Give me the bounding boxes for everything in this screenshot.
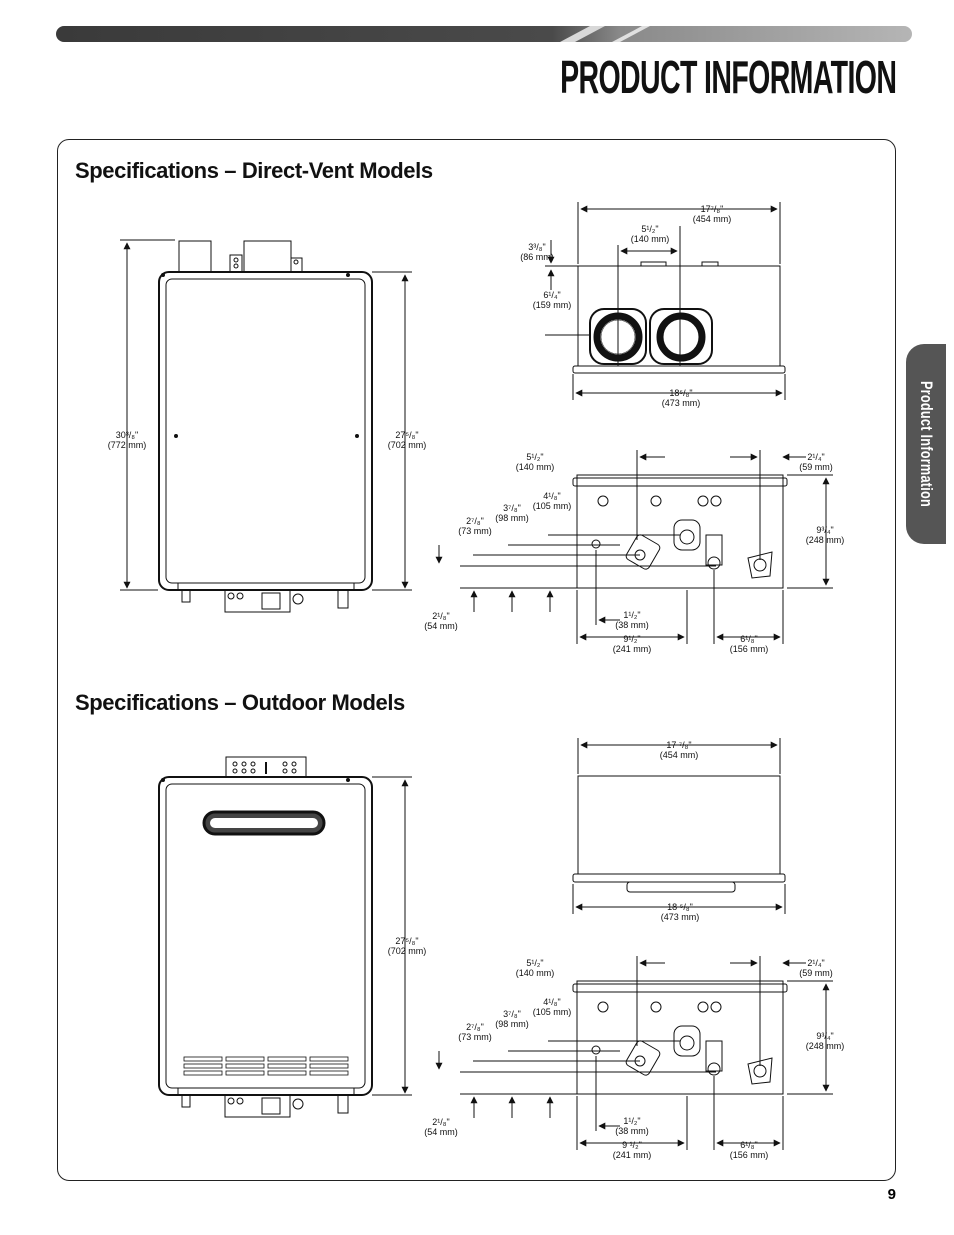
dim-dv-vent-top: 3³/₈"(86 mm) xyxy=(520,242,554,262)
direct-vent-bottom-view xyxy=(435,450,833,644)
dim-od-depth-d: 2¹/₈"(54 mm) xyxy=(424,1117,458,1137)
dim-dv-gas-offset: 1¹/₂"(38 mm) xyxy=(615,610,649,630)
outdoor-front-view xyxy=(158,756,412,1118)
dim-dv-height-total: 30³/₈"(772 mm) xyxy=(107,430,147,450)
direct-vent-front-view xyxy=(120,239,412,613)
dim-dv-depth-a: 4¹/₈"(105 mm) xyxy=(532,491,572,511)
dim-od-depth-a: 4¹/₈"(105 mm) xyxy=(532,997,572,1017)
dim-dv-depth-c: 2⁷/₈"(73 mm) xyxy=(458,516,492,536)
dim-dv-height-body: 27⁵/₈"(702 mm) xyxy=(387,430,427,450)
dim-dv-width-bottom: 18⁵/₈"(473 mm) xyxy=(661,388,701,408)
dim-dv-vent-center: 5¹/₂"(140 mm) xyxy=(630,224,670,244)
dim-od-width-bottom: 18 ⁵/₈"(473 mm) xyxy=(660,902,700,922)
dim-od-gas-offset: 1¹/₂"(38 mm) xyxy=(615,1116,649,1136)
direct-vent-top-view xyxy=(545,202,786,400)
dim-dv-water-right: 6¹/₈"(156 mm) xyxy=(729,634,769,654)
dim-od-water-right: 6¹/₈"(156 mm) xyxy=(729,1140,769,1160)
section-title-outdoor: Specifications – Outdoor Models xyxy=(75,690,405,715)
section-title-direct-vent: Specifications – Direct-Vent Models xyxy=(75,158,433,183)
dim-od-height-body: 27⁵/₈"(702 mm) xyxy=(387,936,427,956)
dim-od-depth-c: 2⁷/₈"(73 mm) xyxy=(458,1022,492,1042)
dim-dv-conn-left: 5¹/₂"(140 mm) xyxy=(515,452,555,472)
outdoor-top-view xyxy=(572,738,786,914)
dim-od-width-top: 17 ⁷/₈"(454 mm) xyxy=(659,740,699,760)
header-bar-stripes xyxy=(560,26,650,42)
dim-dv-vent-height: 6¹/₄"(159 mm) xyxy=(532,290,572,310)
dim-dv-depth-d: 2¹/₈"(54 mm) xyxy=(424,611,458,631)
page-number: 9 xyxy=(887,1186,896,1203)
dim-od-depth-b: 3⁷/₈"(98 mm) xyxy=(495,1009,529,1029)
dim-dv-depth-b: 3⁷/₈"(98 mm) xyxy=(495,503,529,523)
dim-od-depth-total: 9³/₄"(248 mm) xyxy=(805,1031,845,1051)
page-title: PRODUCT INFORMATION xyxy=(559,51,897,103)
content-frame xyxy=(57,139,896,1181)
dim-od-water-left: 9 ¹/₂"(241 mm) xyxy=(612,1140,652,1160)
side-tab[interactable] xyxy=(906,344,946,544)
dim-dv-water-left: 9¹/₂"(241 mm) xyxy=(612,634,652,654)
header-bar xyxy=(56,26,912,42)
dim-dv-depth-total: 9³/₄"(248 mm) xyxy=(805,525,845,545)
outdoor-bottom-view xyxy=(435,956,833,1150)
dim-od-conn-left: 5¹/₂"(140 mm) xyxy=(515,958,555,978)
dim-od-conn-right: 2¹/₄"(59 mm) xyxy=(799,958,833,978)
dim-dv-width-top: 17⁷/₈"(454 mm) xyxy=(692,204,732,224)
dim-dv-conn-right: 2¹/₄"(59 mm) xyxy=(799,452,833,472)
